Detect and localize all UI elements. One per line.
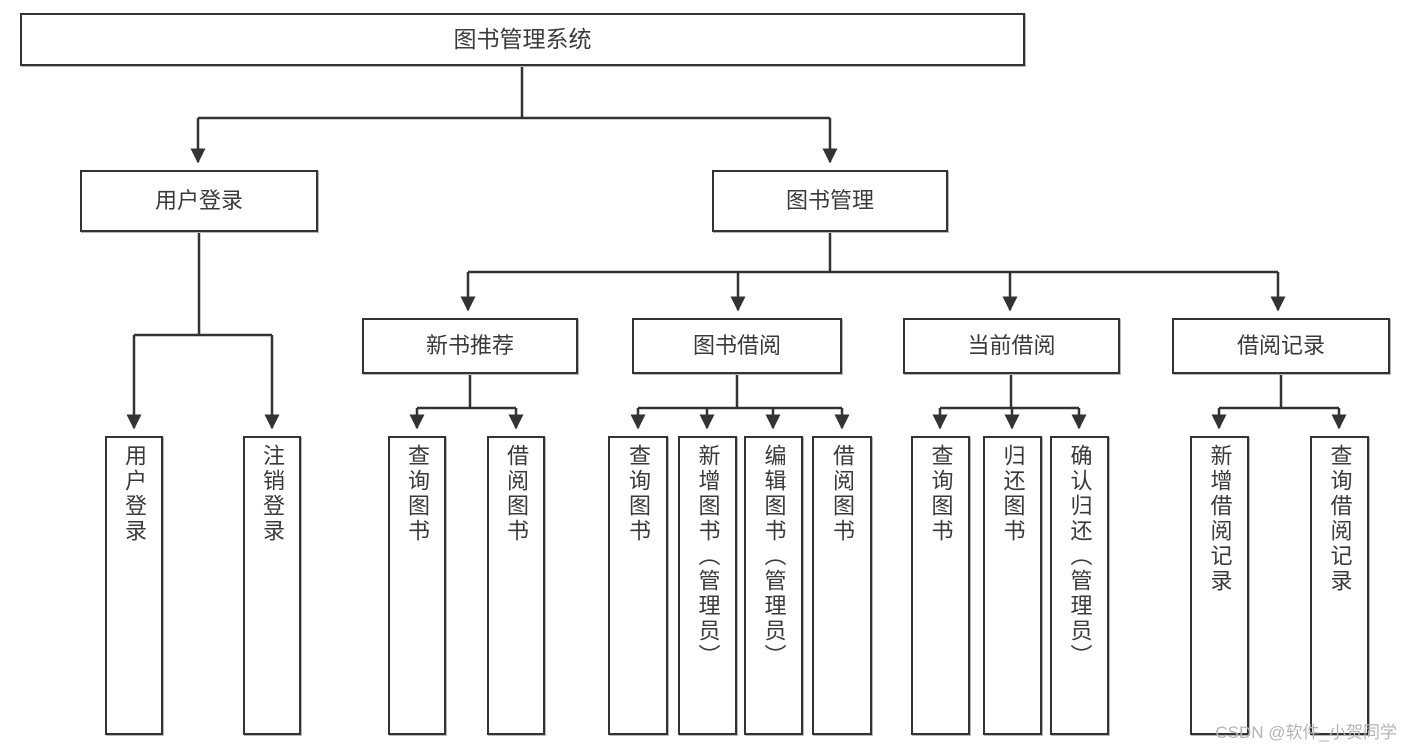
node-leaf-confirm-return[interactable]: 确认归还（管理员）: [1050, 436, 1109, 735]
node-label: 借阅记录: [1236, 333, 1325, 359]
node-label: 借阅图书: [830, 444, 855, 544]
node-leaf-borrow-book-2[interactable]: 借阅图书: [812, 436, 872, 735]
node-leaf-query-book-2[interactable]: 查询图书: [608, 436, 668, 735]
node-book-management[interactable]: 图书管理: [712, 170, 948, 232]
node-label: 新增借阅记录: [1207, 444, 1233, 594]
node-user-login[interactable]: 用户登录: [80, 170, 318, 232]
node-book-borrow[interactable]: 图书借阅: [632, 318, 842, 374]
node-label: 当前借阅: [967, 333, 1056, 359]
node-leaf-return-book[interactable]: 归还图书: [983, 436, 1042, 735]
node-label: 用户登录: [154, 188, 243, 214]
node-label: 注销登录: [260, 444, 285, 544]
node-new-book-recommend[interactable]: 新书推荐: [362, 318, 578, 374]
node-leaf-query-record[interactable]: 查询借阅记录: [1310, 436, 1369, 735]
watermark: CSDN @软件_小贺同学: [1215, 723, 1397, 742]
node-label: 查询图书: [405, 444, 430, 544]
node-leaf-logout[interactable]: 注销登录: [243, 436, 301, 735]
node-label: 归还图书: [1000, 444, 1026, 544]
node-label: 新书推荐: [425, 333, 514, 359]
node-label: 用户登录: [122, 444, 147, 544]
node-leaf-query-book-3[interactable]: 查询图书: [911, 436, 970, 735]
node-label: 编辑图书（管理员）: [761, 444, 787, 669]
node-label: 图书管理系统: [453, 26, 592, 53]
node-label: 确认归还（管理员）: [1067, 444, 1093, 669]
node-label: 图书借阅: [692, 333, 781, 359]
node-leaf-query-book-1[interactable]: 查询图书: [388, 436, 446, 735]
node-leaf-edit-book[interactable]: 编辑图书（管理员）: [744, 436, 803, 735]
node-label: 查询借阅记录: [1327, 444, 1353, 594]
node-borrow-record[interactable]: 借阅记录: [1172, 318, 1390, 374]
node-label: 查询图书: [928, 444, 954, 544]
node-label: 借阅图书: [504, 444, 529, 544]
node-root[interactable]: 图书管理系统: [20, 13, 1025, 66]
node-label: 图书管理: [785, 188, 874, 214]
node-label: 新增图书（管理员）: [695, 444, 721, 669]
node-leaf-borrow-book-1[interactable]: 借阅图书: [487, 436, 545, 735]
node-current-borrow[interactable]: 当前借阅: [903, 318, 1120, 374]
node-leaf-add-book[interactable]: 新增图书（管理员）: [678, 436, 737, 735]
node-leaf-user-login[interactable]: 用户登录: [105, 436, 163, 735]
node-leaf-add-record[interactable]: 新增借阅记录: [1190, 436, 1249, 735]
node-label: 查询图书: [626, 444, 651, 544]
